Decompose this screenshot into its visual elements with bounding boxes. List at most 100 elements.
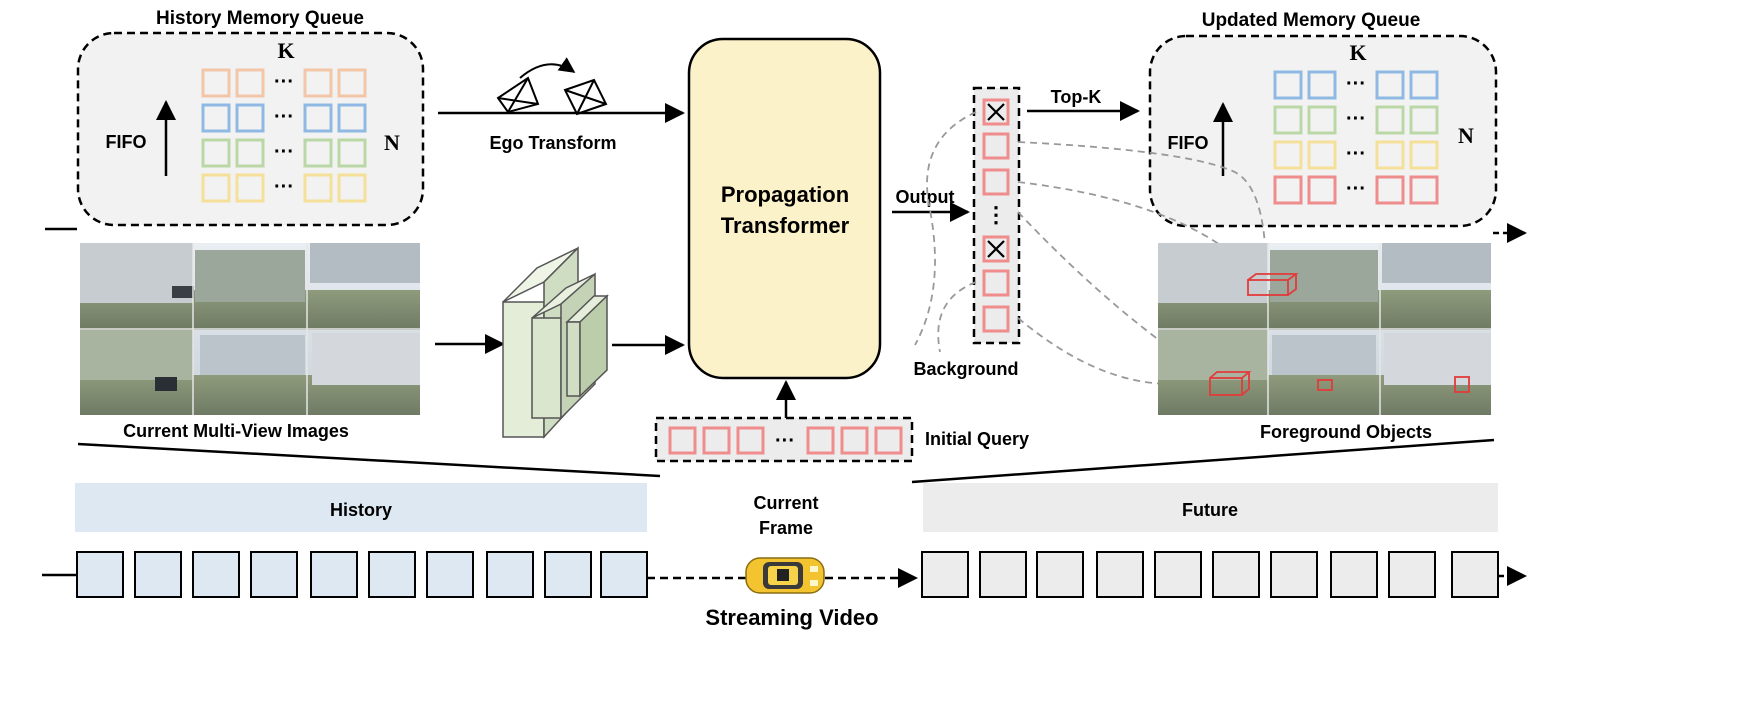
future-frame (1036, 551, 1084, 598)
history-frame (192, 551, 240, 598)
history-frames (76, 551, 648, 598)
foreground-objects-images (1158, 243, 1491, 415)
current-multi-view-images (80, 243, 420, 415)
output-label: Output (896, 187, 955, 207)
camera-icon (496, 76, 608, 116)
future-frame (921, 551, 969, 598)
history-memory-ellipsis: ··· (274, 106, 294, 128)
history-memory-cell (303, 138, 333, 168)
history-memory-cell (303, 173, 333, 203)
updated-memory-cell (1273, 140, 1303, 170)
background-label: Background (913, 359, 1018, 379)
updated-memory-cell (1375, 105, 1405, 135)
updated-memory-cell (1409, 105, 1439, 135)
updated-memory-cell (1273, 70, 1303, 100)
history-memory-ellipsis: ··· (274, 176, 294, 198)
history-memory-cell (303, 103, 333, 133)
future-frame (1096, 551, 1144, 598)
updated-memory-box (1148, 34, 1498, 228)
ego-motion-arrow (519, 57, 576, 79)
history-memory-cell (201, 138, 231, 168)
background-query-cell (982, 235, 1010, 263)
history-frame (544, 551, 592, 598)
future-frame (1451, 551, 1499, 598)
output-query-cell (982, 305, 1010, 333)
history-memory-cell (201, 103, 231, 133)
history-frame (310, 551, 358, 598)
updated-memory-cell (1307, 140, 1337, 170)
history-memory-cell (235, 68, 265, 98)
history-memory-cell (235, 103, 265, 133)
history-frame (76, 551, 124, 598)
updated-memory-cell (1307, 175, 1337, 205)
updated-memory-cell (1307, 70, 1337, 100)
history-frame (600, 551, 648, 598)
history-memory-cell (235, 138, 265, 168)
initial-query-cells: ··· (668, 426, 903, 455)
history-memory-cell (337, 138, 367, 168)
history-frame (250, 551, 298, 598)
future-frame (1270, 551, 1318, 598)
history-band (75, 483, 647, 532)
propagation-transformer-box (687, 37, 882, 380)
current-frame-label-line1: Current (753, 493, 818, 513)
future-label: Future (1182, 500, 1238, 520)
updated-memory-ellipsis: ··· (1346, 108, 1366, 130)
history-frame (486, 551, 534, 598)
updated-memory-title: Updated Memory Queue (1202, 10, 1421, 31)
output-query-cell (982, 168, 1010, 196)
history-memory-cell (201, 173, 231, 203)
updated-memory-grid: ············ (1273, 70, 1439, 205)
updated-n-label: N (1458, 123, 1474, 148)
history-frame (368, 551, 416, 598)
history-memory-cell (337, 173, 367, 203)
ego-transform-label: Ego Transform (489, 133, 616, 153)
history-memory-cell (235, 173, 265, 203)
history-memory-ellipsis: ··· (274, 71, 294, 93)
current-frame-label-line2: Frame (759, 518, 813, 538)
streaming-video-label: Streaming Video (705, 605, 878, 630)
transformer-label-line2: Transformer (721, 213, 850, 238)
query-cell (736, 426, 765, 455)
updated-memory-cell (1375, 140, 1405, 170)
backbone-network (502, 246, 609, 439)
history-perspective-line (77, 442, 661, 478)
history-memory-cell (337, 68, 367, 98)
history-memory-cell (201, 68, 231, 98)
updated-memory-ellipsis: ··· (1346, 73, 1366, 95)
updated-fifo-label: FIFO (1168, 133, 1209, 153)
future-frame (979, 551, 1027, 598)
foreground-objects-label: Foreground Objects (1260, 422, 1432, 442)
history-frame (134, 551, 182, 598)
history-memory-cell (303, 68, 333, 98)
updated-memory-cell (1273, 105, 1303, 135)
updated-memory-cell (1409, 70, 1439, 100)
updated-memory-cell (1375, 70, 1405, 100)
history-fifo-label: FIFO (106, 132, 147, 152)
future-frames (921, 551, 1499, 598)
updated-memory-cell (1375, 175, 1405, 205)
current-images-label: Current Multi-View Images (123, 421, 349, 441)
history-k-label: K (277, 38, 294, 63)
updated-memory-cell (1409, 175, 1439, 205)
future-frame (1154, 551, 1202, 598)
output-query-cell (982, 132, 1010, 160)
topk-label: Top-K (1051, 87, 1102, 107)
output-query-cells: ⋮ (982, 98, 1010, 333)
history-memory-box (76, 31, 425, 227)
cross-icon (987, 103, 1005, 121)
query-cell (806, 426, 835, 455)
future-band (923, 483, 1498, 532)
cross-icon (987, 240, 1005, 258)
initial-query-label: Initial Query (925, 429, 1029, 449)
updated-k-label: K (1349, 40, 1366, 65)
updated-memory-ellipsis: ··· (1346, 143, 1366, 165)
history-label: History (330, 500, 392, 520)
output-query-cell (982, 269, 1010, 297)
query-ellipsis: ··· (775, 430, 795, 452)
history-memory-cell (337, 103, 367, 133)
query-cell (874, 426, 903, 455)
updated-memory-cell (1273, 175, 1303, 205)
future-frame (1330, 551, 1378, 598)
